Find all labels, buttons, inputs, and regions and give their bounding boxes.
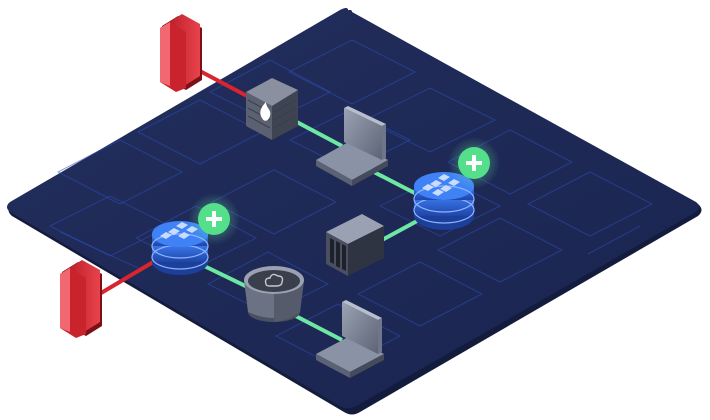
firewall-icon <box>246 78 298 140</box>
laptop-icon <box>316 300 384 378</box>
nas-storage-icon <box>326 214 384 276</box>
laptop-icon <box>316 106 388 186</box>
platform <box>7 8 702 415</box>
cloud-icon <box>264 273 284 287</box>
green-link-bucket-laptop <box>287 310 343 342</box>
plus-badge-icon <box>448 137 500 189</box>
platform-top <box>7 8 699 408</box>
document-icon <box>160 14 202 92</box>
cloud-bucket-icon <box>244 266 304 322</box>
red-link-bottom <box>94 256 162 298</box>
plus-badge-icon <box>188 193 240 245</box>
document-icon <box>60 260 102 338</box>
flame-icon <box>260 102 271 121</box>
